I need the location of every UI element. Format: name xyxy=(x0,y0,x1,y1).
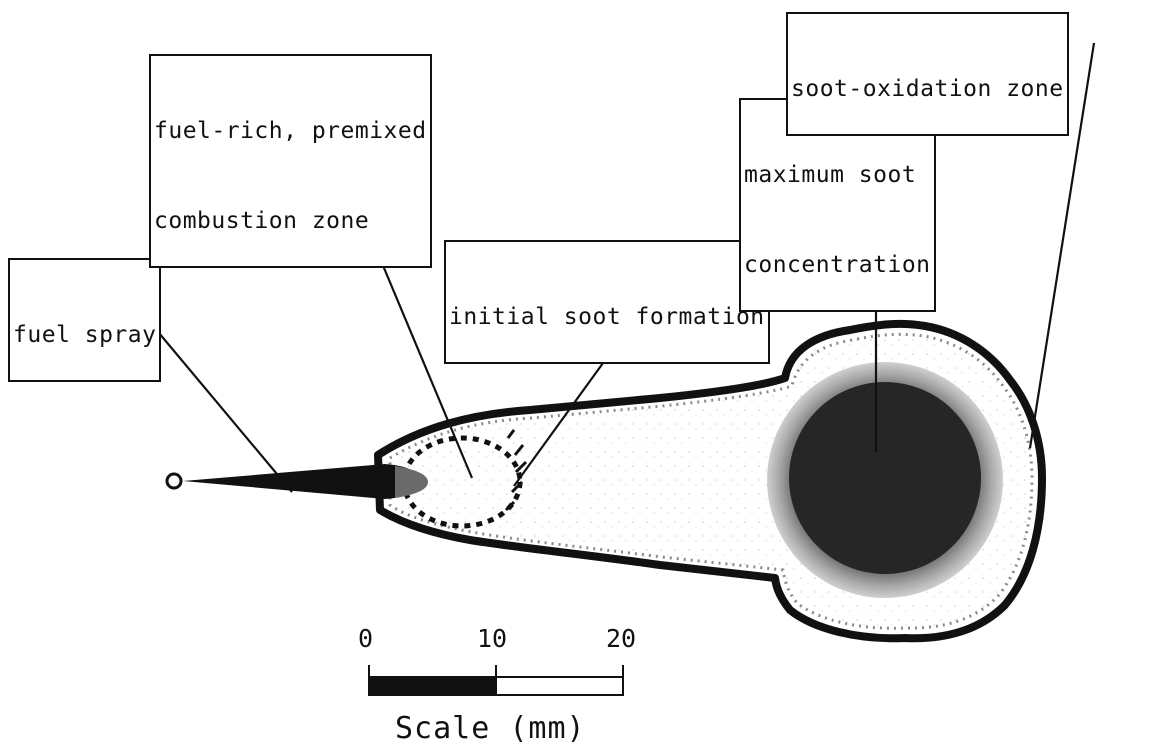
label-initial-soot-text: initial soot formation xyxy=(449,302,765,332)
label-soot-oxidation-text: soot-oxidation zone xyxy=(791,74,1064,104)
label-fuel-spray-text: fuel spray xyxy=(13,320,156,350)
scale-bar-black xyxy=(369,677,496,695)
label-fuel-spray: fuel spray xyxy=(8,258,161,382)
scale-bar xyxy=(369,665,623,695)
soot-core xyxy=(789,382,981,574)
scale-tick-0: 0 xyxy=(358,625,373,653)
label-max-soot-line1: maximum soot xyxy=(744,160,931,190)
label-initial-soot: initial soot formation xyxy=(444,240,770,364)
scale-bar-white xyxy=(496,677,623,695)
label-max-soot-line2: concentration xyxy=(744,250,931,280)
fuel-spray-cone xyxy=(183,464,420,499)
label-premixed-line1: fuel-rich, premixed xyxy=(154,116,427,146)
scale-title: Scale (mm) xyxy=(395,712,586,746)
nozzle-icon xyxy=(167,474,181,488)
label-premixed-line2: combustion zone xyxy=(154,206,427,236)
scale-tick-20: 20 xyxy=(606,625,636,653)
scale-tick-10: 10 xyxy=(477,625,507,653)
label-premixed-zone: fuel-rich, premixed combustion zone xyxy=(149,54,432,268)
label-soot-oxidation: soot-oxidation zone xyxy=(786,12,1069,136)
